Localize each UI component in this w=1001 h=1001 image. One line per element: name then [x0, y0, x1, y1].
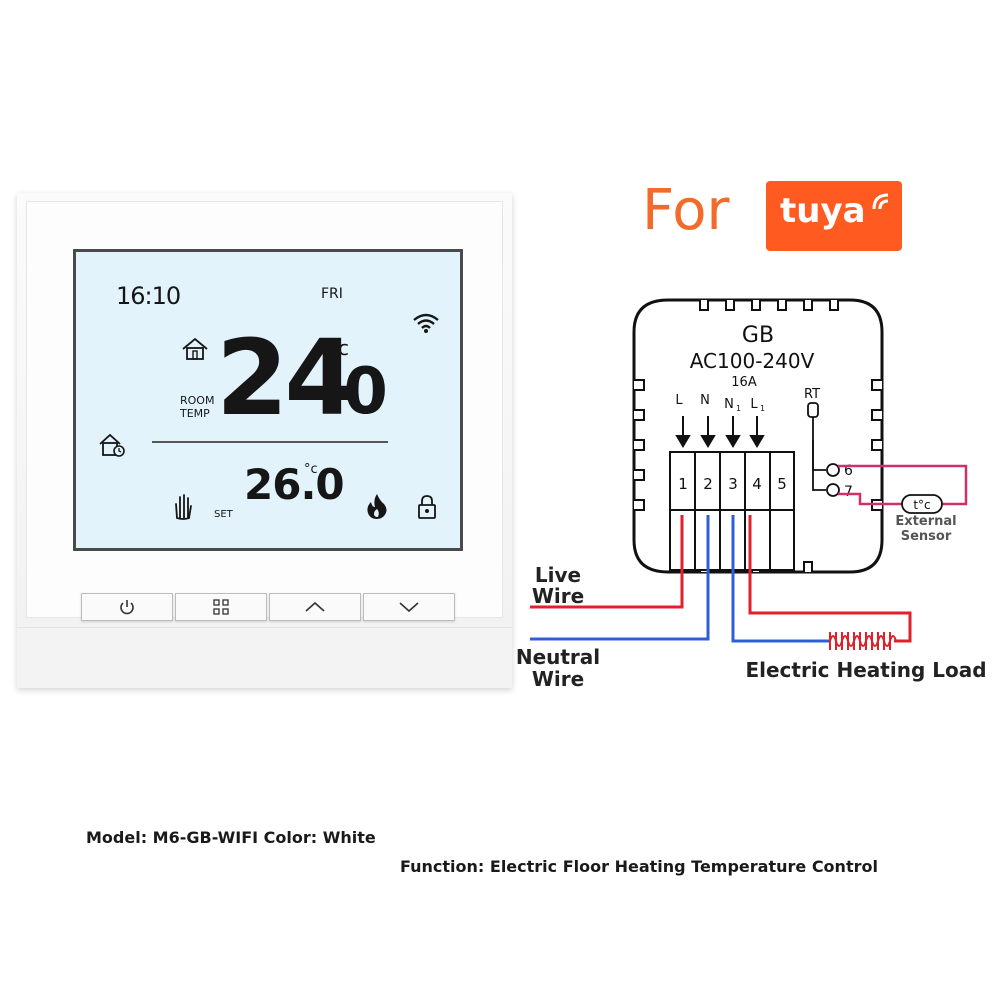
home-icon [182, 337, 208, 360]
room-label-line1: ROOM [180, 394, 215, 407]
live-wire-label-2: Wire [532, 584, 584, 608]
flame-icon [367, 494, 387, 519]
model-info: Model: M6-GB-WIFI Color: White [86, 828, 376, 847]
device-button-row [81, 593, 455, 621]
load-live-line [748, 515, 912, 643]
live-wire-line [530, 515, 684, 609]
sensor-wire-bottom [838, 492, 902, 506]
terminal-sub-N1: 1 [736, 404, 741, 413]
up-button[interactable] [269, 593, 361, 621]
sensor-terminal-7-label: 7 [844, 484, 853, 500]
sensor-terminal-7 [826, 483, 840, 497]
thermostat-device: 16:10 FRI 24 .0 °c ROOM TEMP [17, 193, 512, 688]
external-sensor-body [901, 494, 943, 514]
wifi-icon [413, 313, 439, 333]
tuya-logo: tuya [766, 181, 902, 251]
for-label: For [642, 178, 730, 243]
terminal-sub-L1: 1 [760, 404, 765, 413]
down-button[interactable] [363, 593, 455, 621]
room-temp-label: ROOM TEMP [180, 394, 214, 420]
lcd-screen: 16:10 FRI 24 .0 °c ROOM TEMP [73, 249, 463, 551]
live-wire-label-1: Live [535, 563, 581, 587]
module-title: GB [742, 323, 774, 348]
sensor-terminal-6-label: 6 [844, 463, 853, 479]
heating-load-label: Electric Heating Load [745, 658, 986, 682]
set-temp-value: 26.0 [244, 460, 345, 509]
sensor-wire-top [838, 464, 968, 506]
menu-icon [213, 599, 229, 615]
rt-label: RT [804, 387, 820, 402]
terminal-label-L1: L [750, 397, 758, 412]
terminal-block [669, 451, 795, 511]
menu-button[interactable] [175, 593, 267, 621]
room-temp-unit: °c [328, 336, 349, 360]
neutral-wire-label-1: Neutral [516, 645, 600, 669]
terminal-arrows [675, 416, 765, 448]
terminal-3: 3 [728, 475, 738, 493]
tuya-signal-icon [872, 193, 889, 210]
room-temp-value: 24 [216, 317, 357, 439]
terminal-label-N: N [700, 393, 710, 408]
lcd-divider [152, 441, 388, 443]
heating-coil [829, 632, 897, 650]
external-sensor-label-2: Sensor [901, 529, 952, 544]
sensor-symbol: t°c [913, 498, 930, 512]
terminal-label-N1: N [724, 397, 734, 412]
power-button[interactable] [81, 593, 173, 621]
lock-icon [418, 495, 436, 519]
function-info: Function: Electric Floor Heating Tempera… [400, 857, 878, 876]
device-bottom-band [17, 627, 512, 688]
hand-icon [175, 494, 192, 520]
terminal-1: 1 [678, 475, 688, 493]
external-sensor-label-1: External [895, 514, 956, 529]
terminal-label-L: L [675, 393, 683, 408]
lcd-time: 16:10 [116, 282, 181, 310]
terminal-4: 4 [752, 475, 762, 493]
load-neutral-line [731, 515, 830, 643]
neutral-wire-line [530, 515, 710, 641]
module-voltage: AC100-240V [690, 349, 815, 373]
neutral-wire-label-2: Wire [532, 667, 584, 691]
schedule-icon [99, 433, 125, 457]
power-icon [120, 600, 134, 615]
tuya-logo-text: tuya [780, 191, 866, 231]
chevron-up-icon [305, 601, 325, 612]
set-temp-unit: °c [304, 462, 318, 477]
room-temp-decimal: .0 [319, 355, 388, 429]
module-current: 16A [731, 375, 757, 390]
terminal-5: 5 [777, 475, 787, 493]
chevron-down-icon [399, 602, 419, 613]
lcd-day: FRI [321, 286, 343, 302]
set-label: SET [214, 509, 233, 520]
room-label-line2: TEMP [180, 407, 210, 420]
rt-probe [807, 402, 819, 418]
sensor-terminal-6 [826, 463, 840, 477]
terminal-2: 2 [703, 475, 713, 493]
